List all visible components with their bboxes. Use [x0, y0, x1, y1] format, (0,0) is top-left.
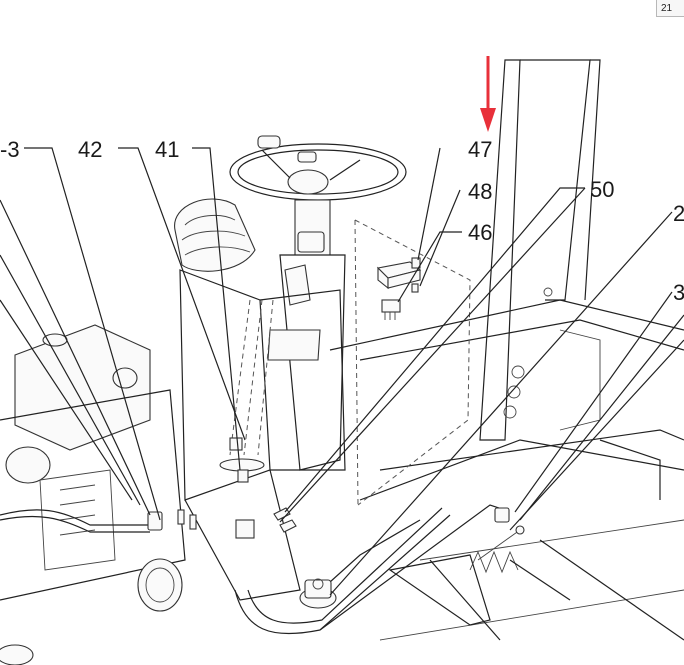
callout-50: 50 [590, 177, 614, 202]
steering-column [267, 199, 346, 471]
callout-41: 41 [155, 137, 179, 162]
cab-frame [329, 59, 684, 641]
dashed-detail-box [354, 219, 471, 506]
console-fasteners [219, 437, 297, 539]
callout-47: 47 [468, 137, 492, 162]
leader-lines [0, 147, 684, 641]
return-spring [469, 507, 525, 574]
pedestal-console [179, 269, 346, 601]
red-arrow-indicator [480, 56, 496, 132]
cable-harness [234, 504, 506, 635]
connector-part-46 [381, 299, 401, 320]
pin-part-48 [411, 283, 419, 293]
control-lever-boot [174, 198, 256, 272]
callout-48: 48 [468, 179, 492, 204]
callout-46: 46 [468, 220, 492, 245]
page-number: 21 [661, 3, 673, 14]
callout-43: -3 [0, 137, 20, 162]
callout-3: 3 [673, 280, 684, 305]
engine-block [0, 324, 197, 665]
steering-wheel [229, 135, 407, 201]
switch-part-47 [376, 257, 422, 290]
callout-42: 42 [78, 137, 102, 162]
callout-2: 2 [673, 201, 684, 226]
pedal-switch [299, 554, 501, 641]
page-number-tab: 21 [656, 0, 684, 17]
